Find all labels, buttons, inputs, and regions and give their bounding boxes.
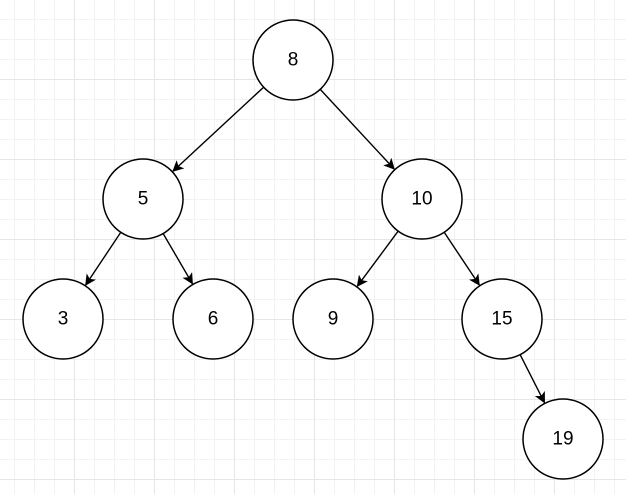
node-6-label: 6 <box>208 309 219 330</box>
node-8[interactable]: 8 <box>252 19 334 101</box>
edge-8-to-5 <box>172 84 267 172</box>
node-10-label: 10 <box>411 189 432 210</box>
node-6-circle <box>172 278 254 360</box>
edge-10-to-15 <box>441 229 480 286</box>
node-10[interactable]: 10 <box>381 158 463 240</box>
node-19[interactable]: 19 <box>522 398 604 480</box>
node-15[interactable]: 15 <box>461 278 543 360</box>
node-15-circle <box>461 278 543 360</box>
edge-10-to-9 <box>356 228 401 287</box>
node-19-label: 19 <box>552 429 573 450</box>
node-8-label: 8 <box>288 50 299 71</box>
node-6[interactable]: 6 <box>172 278 254 360</box>
node-9[interactable]: 9 <box>292 278 374 360</box>
node-15-label: 15 <box>491 309 512 330</box>
node-9-circle <box>292 278 374 360</box>
node-5[interactable]: 5 <box>102 158 184 240</box>
nodes-layer: 8 5 10 3 6 9 1 <box>22 19 604 480</box>
edge-5-to-6 <box>161 230 193 285</box>
node-3[interactable]: 3 <box>22 278 104 360</box>
node-3-circle <box>22 278 104 360</box>
edge-8-to-10 <box>317 86 395 170</box>
edge-15-to-19 <box>518 351 546 404</box>
node-10-circle <box>381 158 463 240</box>
node-19-circle <box>522 398 604 480</box>
edge-5-to-3 <box>85 229 124 286</box>
node-5-label: 5 <box>138 189 149 210</box>
node-8-circle <box>252 19 334 101</box>
node-9-label: 9 <box>328 309 339 330</box>
node-5-circle <box>102 158 184 240</box>
edges-layer <box>85 84 546 404</box>
node-3-label: 3 <box>58 309 69 330</box>
